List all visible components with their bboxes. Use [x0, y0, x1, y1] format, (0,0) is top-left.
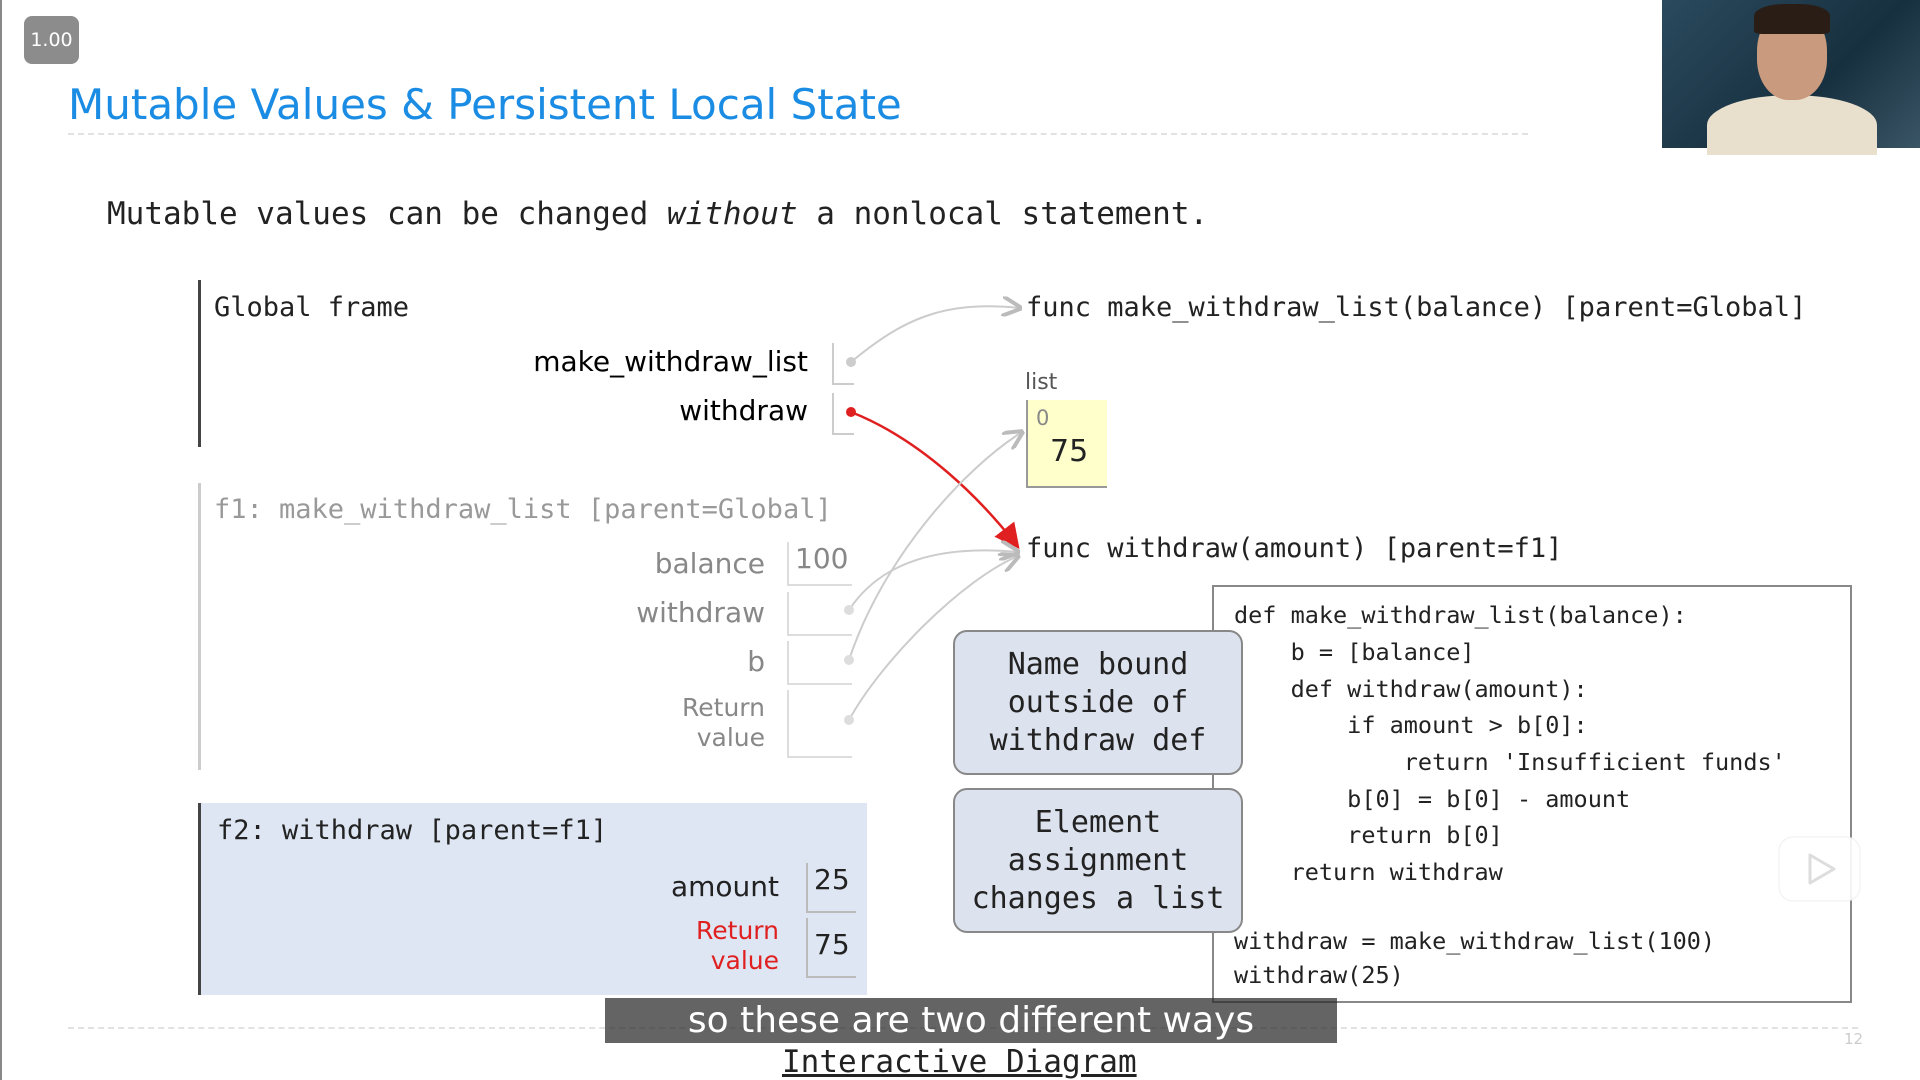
value-cell — [832, 393, 854, 435]
list-index: 0 — [1036, 406, 1050, 430]
f1-balance-value: 100 — [787, 542, 852, 586]
code-line: b[0] = b[0] - amount — [1234, 785, 1631, 813]
code-line: return b[0] — [1234, 821, 1503, 849]
binding-make-withdraw-list: make_withdraw_list — [533, 345, 808, 378]
code-line: return withdraw — [1234, 858, 1503, 886]
pointer-dot — [844, 605, 854, 615]
arrow-withdraw-global — [850, 410, 1020, 549]
slide-title: Mutable Values & Persistent Local State — [68, 80, 902, 129]
f2-amount-value: 25 — [806, 863, 856, 913]
value-cell — [832, 343, 854, 385]
interactive-diagram-link[interactable]: Interactive Diagram — [782, 1044, 1137, 1080]
value-cell — [787, 641, 852, 685]
code-line: def make_withdraw_list(balance): — [1234, 601, 1687, 629]
arrow-make-withdraw-list — [850, 306, 1020, 363]
f2-return-value: 75 — [806, 918, 856, 978]
subtitle-emphasis: without — [666, 196, 798, 232]
pointer-dot — [844, 715, 854, 725]
global-frame-bar — [198, 280, 201, 447]
value-cell — [787, 690, 852, 758]
binding-withdraw: withdraw — [679, 394, 808, 427]
code-line: withdraw = make_withdraw_list(100) — [1234, 927, 1716, 955]
pointer-dot — [846, 357, 856, 367]
arrow-f1-b — [848, 432, 1022, 661]
code-line: withdraw(25) — [1234, 961, 1404, 989]
value-cell — [787, 592, 852, 636]
code-line: b = [balance] — [1234, 638, 1475, 666]
code-line: if amount > b[0]: — [1234, 711, 1588, 739]
playback-speed-badge[interactable]: 1.00 — [24, 16, 79, 64]
pointer-dot — [844, 655, 854, 665]
code-box: def make_withdraw_list(balance): b = [ba… — [1212, 585, 1852, 1003]
video-caption: so these are two different ways — [605, 998, 1337, 1043]
subtitle-text-end: a nonlocal statement. — [797, 196, 1209, 232]
func-make-withdraw-list: func make_withdraw_list(balance) [parent… — [1026, 292, 1807, 323]
pointer-dot-active — [846, 407, 856, 417]
code-line: return 'Insufficient funds' — [1234, 748, 1786, 776]
f1-binding-withdraw: withdraw — [636, 596, 765, 629]
f1-frame-bar — [198, 483, 201, 770]
list-object: 0 75 — [1026, 400, 1107, 488]
play-tv-icon[interactable] — [1777, 823, 1862, 903]
list-value: 75 — [1050, 434, 1089, 469]
f1-frame-title: f1: make_withdraw_list [parent=Global] — [214, 494, 832, 525]
arrow-f1-return — [848, 556, 1018, 721]
f1-binding-balance: balance — [654, 547, 765, 580]
page-number: 12 — [1844, 1030, 1864, 1048]
f2-binding-amount: amount — [670, 870, 779, 903]
title-divider — [68, 133, 1528, 135]
global-frame-title: Global frame — [214, 292, 410, 323]
f2-frame-title: f2: withdraw [parent=f1] — [217, 815, 608, 846]
func-withdraw: func withdraw(amount) [parent=f1] — [1026, 533, 1563, 564]
subtitle-text: Mutable values can be changed — [107, 196, 667, 232]
arrow-f1-withdraw — [848, 550, 1018, 611]
slide-subtitle: Mutable values can be changed without a … — [107, 196, 1208, 232]
list-label: list — [1025, 370, 1058, 395]
presenter-video — [1662, 0, 1920, 155]
code-line: def withdraw(amount): — [1234, 675, 1588, 703]
f1-binding-b: b — [747, 645, 765, 678]
f2-frame: f2: withdraw [parent=f1] amount 25 Retur… — [198, 803, 867, 995]
